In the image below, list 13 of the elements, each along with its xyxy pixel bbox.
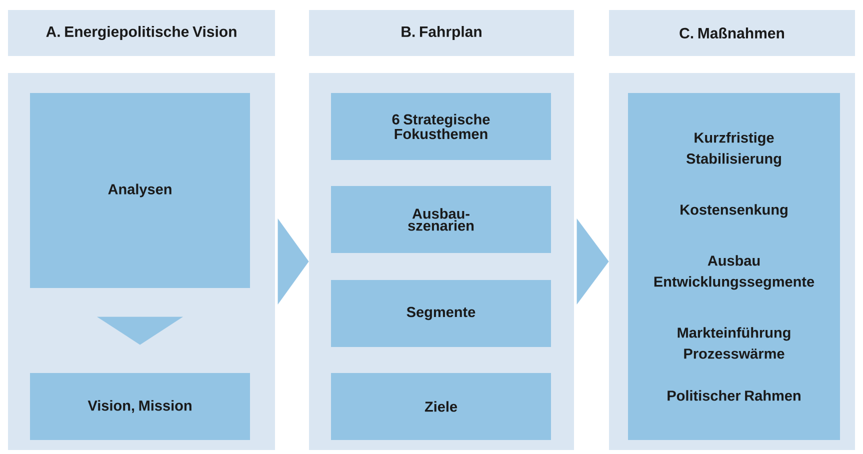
process-box: Vision, Mission [30,372,250,440]
measures-box: Kurzfristige Stabilisierung Kostensenkung Ausbau Entwicklungssegmente Markteinführung Prozesswärme Politischer Rahmen [628,93,840,440]
process-box: 6 Strategische Fokusthemen [331,93,551,160]
process-box: Ziele [331,372,551,440]
process-box: Analysen [30,93,250,288]
header-band: C. Maßnahmen [609,10,855,56]
header-band: A. Energiepolitische Vision [8,10,275,56]
process-box: Ausbau- szenarien [331,186,551,253]
arrow [576,218,609,304]
arrow [97,316,183,345]
arrow [278,218,309,304]
process-box: Segmente [331,280,551,347]
header-band: B. Fahrplan [309,10,574,56]
